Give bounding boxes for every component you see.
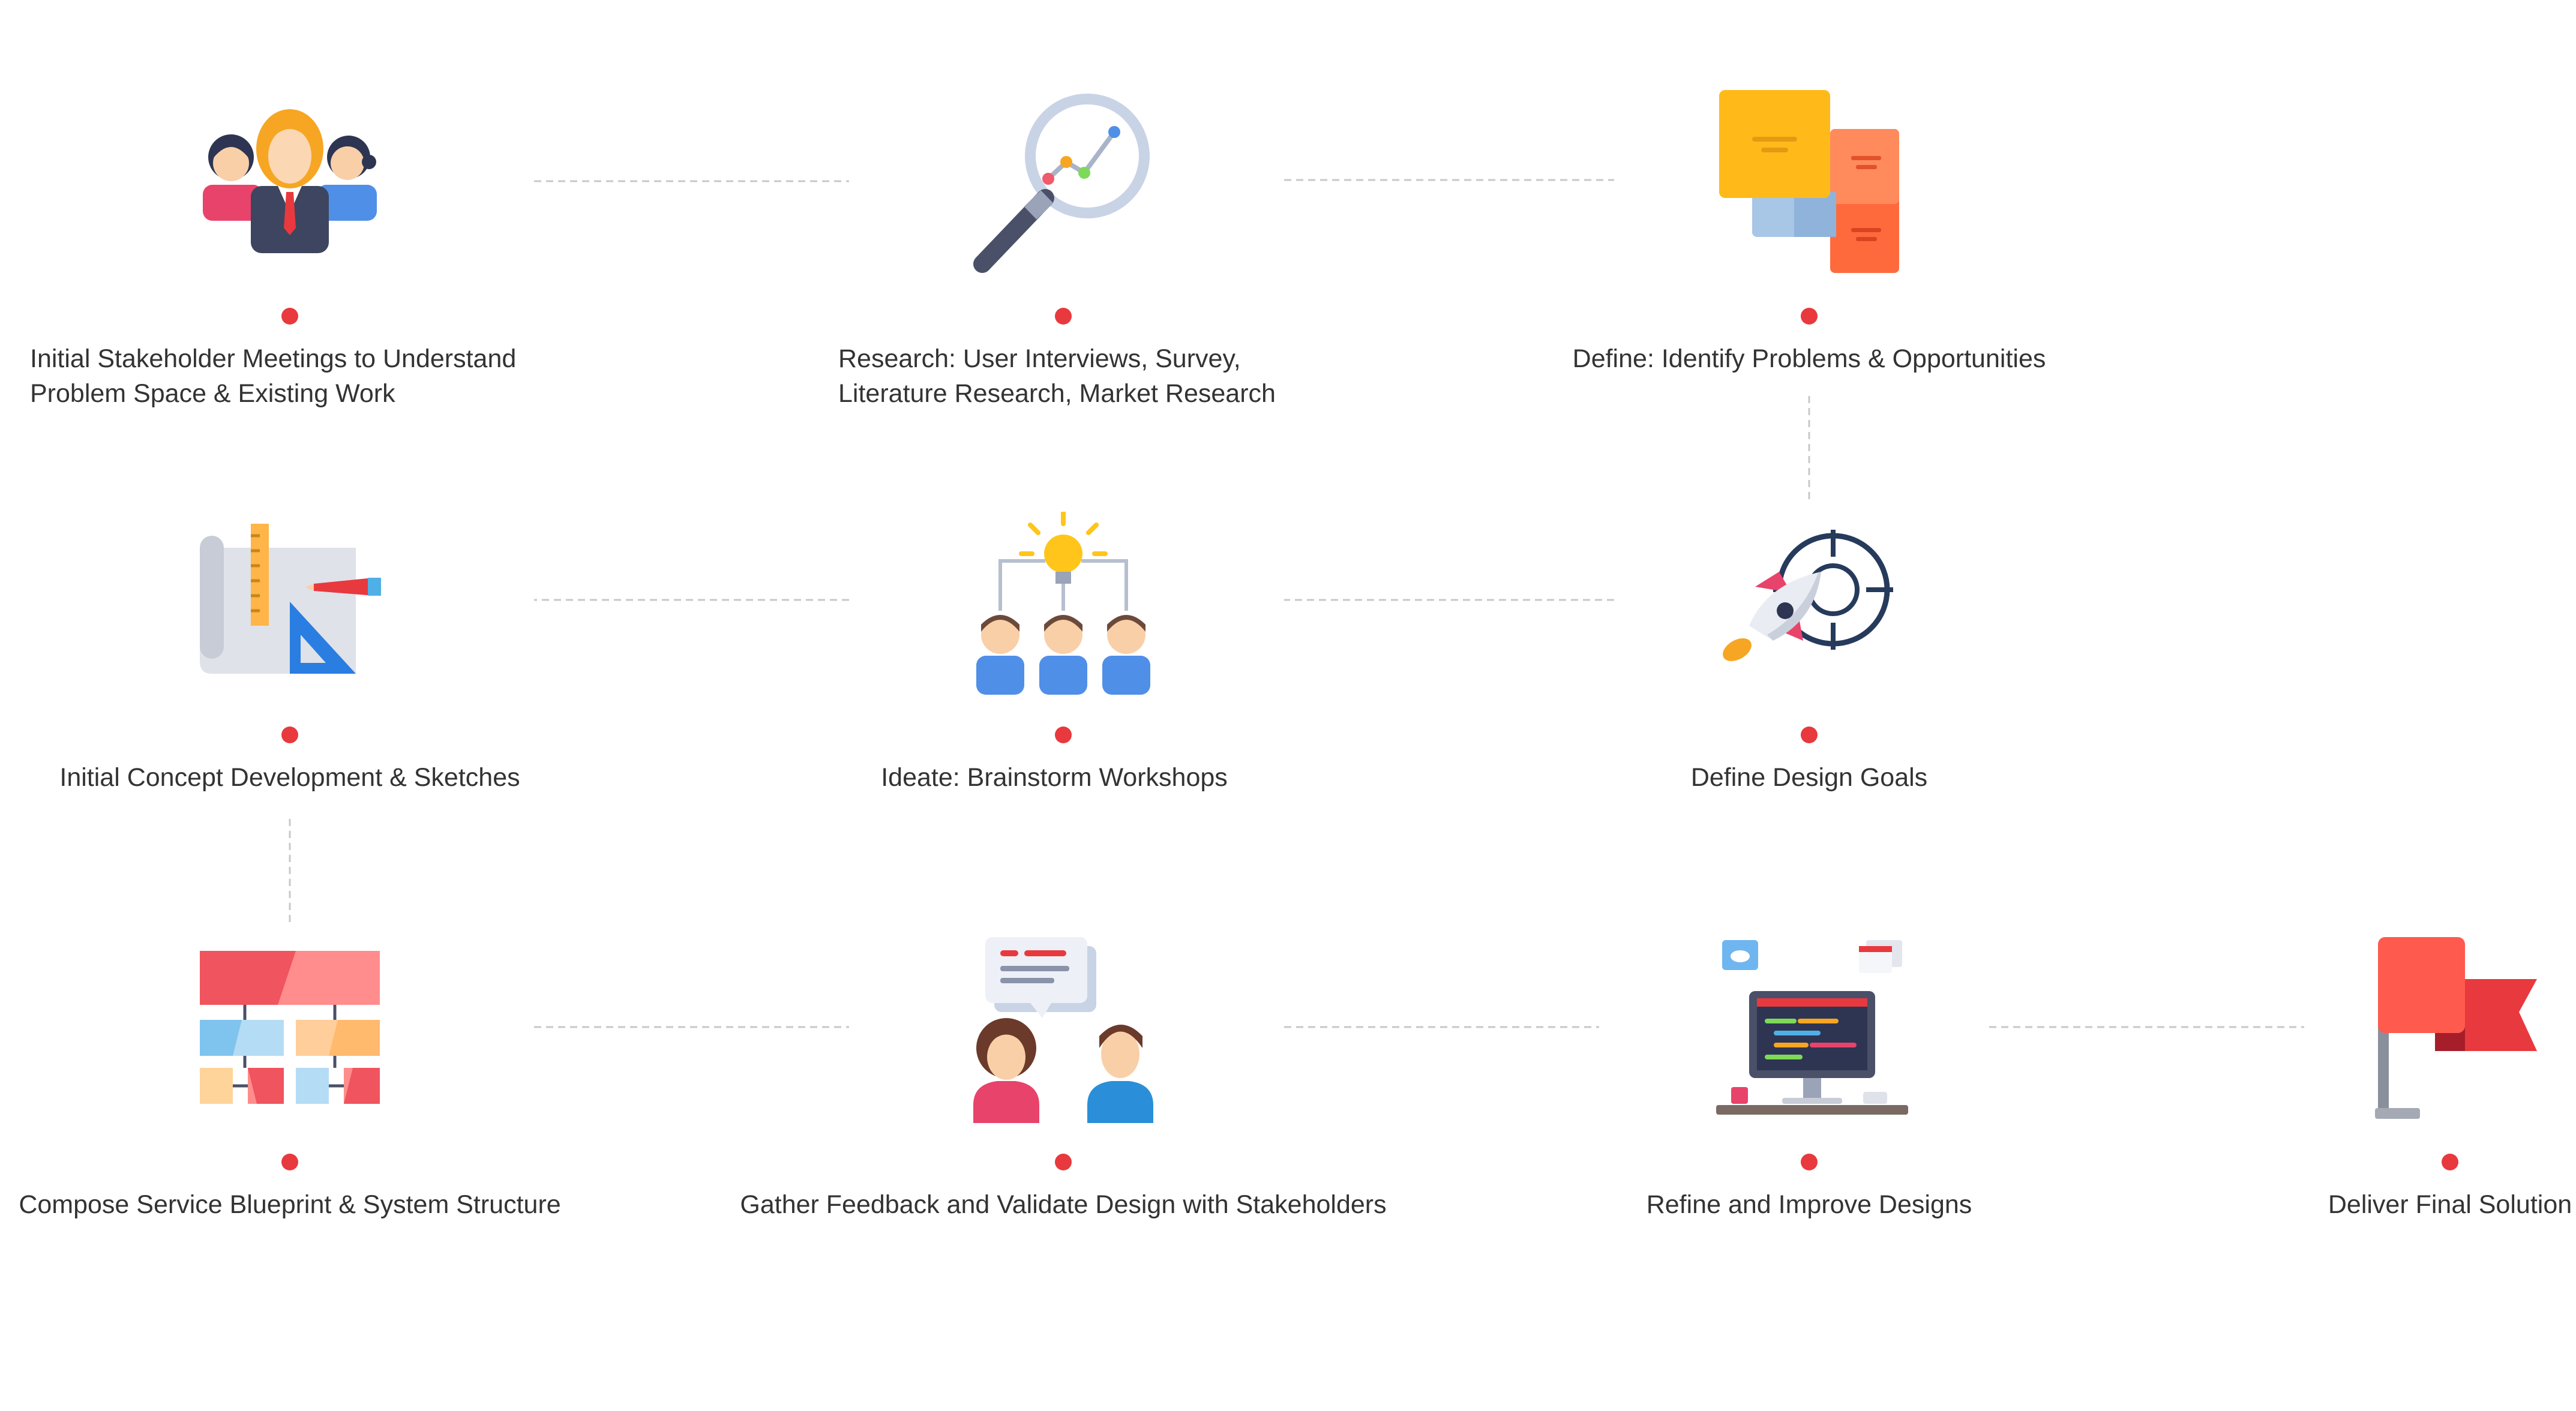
step-marker-dot (1801, 308, 1818, 325)
step-label-line: Research: User Interviews, Survey, (838, 344, 1241, 373)
step-label-line: Refine and Improve Designs (1646, 1190, 1972, 1219)
step-label: Refine and Improve Designs (1647, 1187, 1972, 1222)
step-marker-dot (1055, 1154, 1072, 1170)
step-marker-dot (1801, 726, 1818, 743)
step-marker-dot (1055, 726, 1072, 743)
step-label: Define: Identify Problems & Opportunitie… (1573, 341, 2046, 376)
step-label-line: Literature Research, Market Research (838, 379, 1276, 408)
step-label-line: Compose Service Blueprint & System Struc… (19, 1190, 561, 1219)
step-label: Initial Stakeholder Meetings to Understa… (30, 341, 516, 411)
step-marker-dot (2442, 1154, 2458, 1170)
conversation-icon (973, 937, 1153, 1123)
step-label: Define Design Goals (1691, 760, 1927, 795)
org-structure-icon (200, 951, 380, 1104)
step-marker-dot (281, 726, 298, 743)
blueprint-tools-icon (200, 524, 381, 674)
step-label: Initial Concept Development & Sketches (59, 760, 520, 795)
step-label-line: Define: Identify Problems & Opportunitie… (1572, 344, 2046, 373)
step-marker-dot (281, 308, 298, 325)
step-label: Deliver Final Solution (2328, 1187, 2572, 1222)
step-marker-dot (1055, 308, 1072, 325)
step-label: Compose Service Blueprint & System Struc… (19, 1187, 560, 1222)
step-label-line: Initial Concept Development & Sketches (59, 763, 520, 792)
step-label: Gather Feedback and Validate Design with… (740, 1187, 1386, 1222)
step-label: Ideate: Brainstorm Workshops (881, 760, 1228, 795)
step-label-line: Ideate: Brainstorm Workshops (881, 763, 1228, 792)
step-label-line: Define Design Goals (1690, 763, 1928, 792)
magnifier-chart-icon (973, 94, 1150, 273)
step-marker-dot (281, 1154, 298, 1170)
step-label-line: Gather Feedback and Validate Design with… (740, 1190, 1387, 1219)
stakeholders-group-icon (203, 109, 377, 253)
step-label-line: Deliver Final Solution (2328, 1190, 2572, 1219)
step-marker-dot (1801, 1154, 1818, 1170)
step-label-line: Initial Stakeholder Meetings to Understa… (30, 344, 517, 373)
sticky-notes-icon (1719, 90, 1899, 273)
step-label: Research: User Interviews, Survey, Liter… (838, 341, 1276, 411)
developer-desk-icon (1716, 940, 1908, 1115)
step-label-line: Problem Space & Existing Work (30, 379, 395, 408)
flag-icon (2375, 937, 2537, 1119)
rocket-target-icon (1723, 530, 1893, 661)
brainstorm-team-icon (976, 512, 1150, 695)
